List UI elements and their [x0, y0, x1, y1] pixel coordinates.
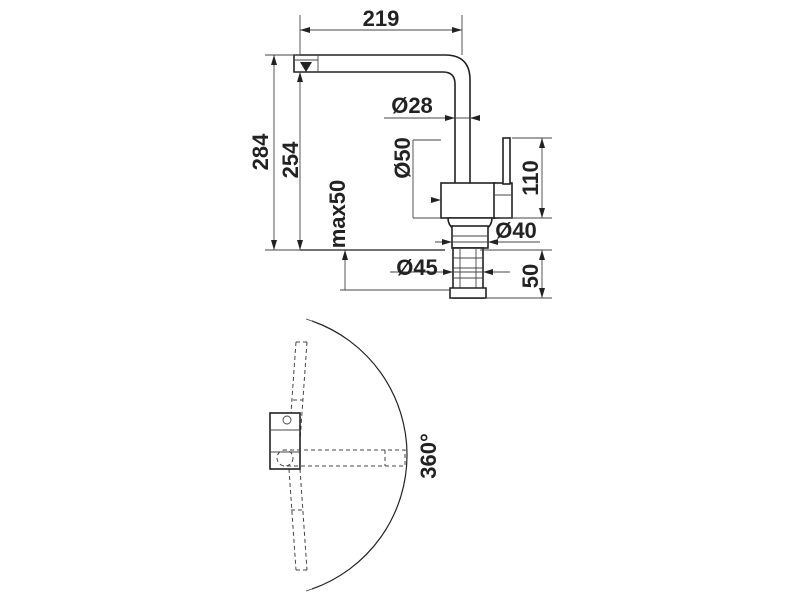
side-elevation-view: 219 284 254 max50 — [248, 6, 552, 299]
faucet-spout — [293, 54, 471, 186]
dimension-hole-diameter: Ø45 — [390, 255, 510, 280]
spout-height-label: 254 — [278, 141, 303, 178]
spout-position-lower — [287, 454, 308, 571]
base-diameter-label: Ø40 — [495, 218, 537, 243]
faucet-lever — [502, 137, 511, 185]
dimension-shank-length: 50 — [480, 249, 552, 299]
body-diameter-label: Ø50 — [390, 137, 415, 179]
faucet-body — [440, 182, 513, 219]
top-view: 360° — [269, 318, 441, 592]
hole-diameter-label: Ø45 — [396, 255, 438, 280]
dimension-spout-height: 254 — [278, 72, 303, 250]
dimension-total-height: 284 — [248, 54, 300, 251]
dimension-spout-reach: 219 — [299, 6, 463, 55]
dimension-spout-diameter: Ø28 — [384, 93, 480, 121]
mounting-shank — [449, 247, 487, 299]
shank-length-label: 50 — [518, 264, 543, 288]
lever-height-label: 110 — [518, 160, 543, 196]
total-height-label: 284 — [248, 133, 273, 170]
spout-position-current — [276, 449, 406, 467]
spout-reach-label: 219 — [363, 6, 400, 31]
dimension-body-diameter: Ø50 — [390, 137, 441, 219]
dimension-max-thickness: max50 — [325, 180, 450, 291]
rotation-arc — [311, 320, 408, 590]
faucet-base — [447, 217, 493, 249]
spout-diameter-label: Ø28 — [391, 93, 433, 118]
rotation-angle-label: 360° — [416, 433, 441, 479]
faucet-body-top — [269, 412, 301, 470]
max-thickness-label: max50 — [325, 180, 350, 249]
dimension-lever-height: 110 — [500, 137, 552, 219]
dimension-base-diameter: Ø40 — [435, 218, 540, 245]
